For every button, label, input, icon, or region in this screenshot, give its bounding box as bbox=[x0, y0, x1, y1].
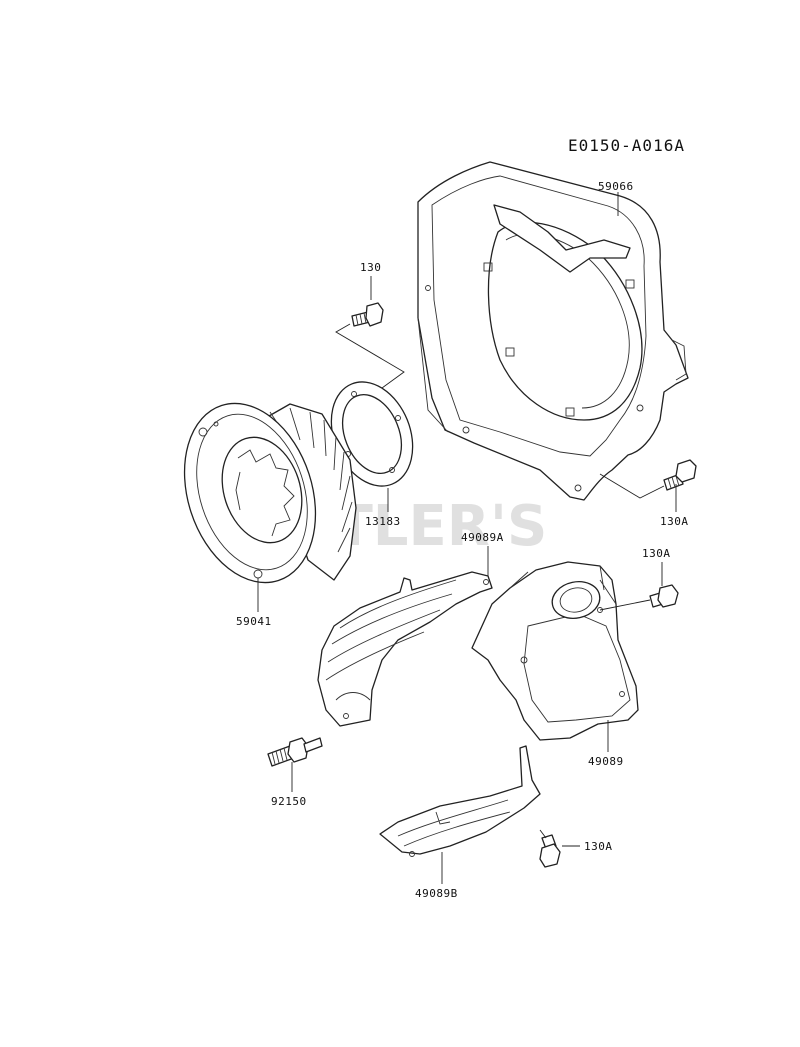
bolt-top-part bbox=[351, 302, 384, 327]
fan-part bbox=[183, 402, 357, 584]
label-cover-upper: 49089A bbox=[461, 531, 504, 544]
shroud-part bbox=[417, 161, 689, 501]
bolt-right-part bbox=[663, 459, 697, 491]
label-stud: 92150 bbox=[271, 795, 307, 808]
leader-bolt-right bbox=[599, 473, 677, 512]
cover-main-part bbox=[471, 561, 639, 741]
diagram-code: E0150-A016A bbox=[568, 136, 685, 155]
bolt-lower-part bbox=[539, 834, 561, 868]
leader-bolt-to-gasket bbox=[335, 323, 405, 389]
label-bolt-right: 130A bbox=[660, 515, 689, 528]
label-cover-lower: 49089B bbox=[415, 887, 458, 900]
cover-upper-part bbox=[317, 571, 493, 727]
cover-lower-part bbox=[379, 745, 541, 857]
label-cover-main: 49089 bbox=[588, 755, 624, 768]
gasket-part bbox=[330, 381, 414, 487]
label-shroud: 59066 bbox=[598, 180, 634, 193]
label-bolt-mid-right: 130A bbox=[642, 547, 671, 560]
label-bolt-lower: 130A bbox=[584, 840, 613, 853]
label-bolt-top: 130 bbox=[360, 261, 381, 274]
leader-bolt-lower bbox=[539, 829, 580, 847]
label-gasket: 13183 bbox=[365, 515, 401, 528]
leader-bolt-mid-right bbox=[599, 562, 663, 611]
stud-part bbox=[267, 737, 323, 767]
label-fan: 59041 bbox=[236, 615, 272, 628]
bolt-mid-right-part bbox=[649, 584, 679, 608]
